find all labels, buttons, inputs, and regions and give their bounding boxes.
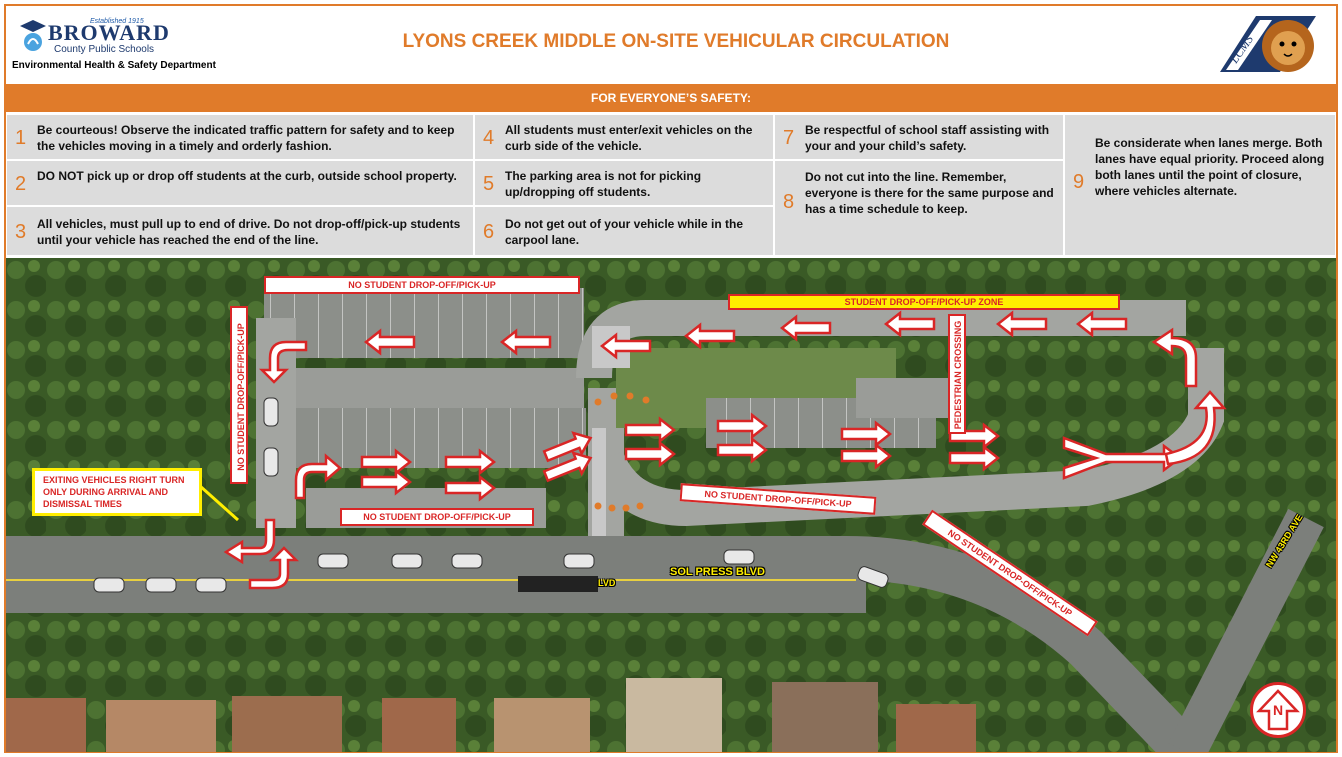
rule-number: 4 (483, 127, 495, 149)
pedestrian-crossing-text: PEDESTRIAN CROSSING (953, 320, 963, 430)
no-dropoff-sign-bottom: NO STUDENT DROP-OFF/PICK-UP (340, 508, 534, 526)
north-arrow-shape (1256, 689, 1300, 731)
lion-mascot-logo: LCMS (1220, 16, 1316, 72)
rule-7: 7 Be respectful of school staff assistin… (774, 114, 1064, 160)
page-frame (4, 4, 1338, 753)
street-label-partial: LVD (598, 578, 616, 588)
dropoff-zone-sign: STUDENT DROP-OFF/PICK-UP ZONE (728, 294, 1120, 310)
department-name: Environmental Health & Safety Department (12, 60, 216, 71)
rule-number: 6 (483, 221, 495, 243)
rule-text: All vehicles, must pull up to end of dri… (37, 217, 461, 247)
rule-text: The parking area is not for picking up/d… (505, 169, 702, 199)
rule-number: 1 (15, 127, 27, 149)
rule-text: All students must enter/exit vehicles on… (505, 123, 753, 153)
rule-text: Be courteous! Observe the indicated traf… (37, 123, 455, 153)
rule-3: 3 All vehicles, must pull up to end of d… (6, 206, 474, 256)
map-background (6, 258, 1336, 752)
rule-text: Be respectful of school staff assisting … (805, 123, 1050, 153)
established-text: Established 1915 (90, 18, 144, 25)
rule-2: 2 DO NOT pick up or drop off students at… (6, 160, 474, 206)
rule-text: Do not cut into the line. Remember, ever… (805, 170, 1054, 216)
rule-5: 5 The parking area is not for picking up… (474, 160, 774, 206)
no-dropoff-sign-left: NO STUDENT DROP-OFF/PICK-UP (230, 306, 248, 484)
north-label: N (1272, 702, 1284, 718)
redacted-label (518, 576, 598, 592)
rule-9: 9 Be considerate when lanes merge. Both … (1064, 114, 1336, 256)
org-subtitle: County Public Schools (54, 44, 155, 55)
rule-number: 7 (783, 127, 795, 149)
org-name: BROWARD (48, 20, 170, 45)
rule-number: 5 (483, 173, 495, 195)
aerial-map: NO STUDENT DROP-OFF/PICK-UP NO STUDENT D… (6, 258, 1336, 752)
graduation-cap-icon (20, 20, 46, 51)
exit-note: EXITING VEHICLES RIGHT TURN ONLY DURING … (32, 468, 202, 516)
rule-text: Do not get out of your vehicle while in … (505, 217, 744, 247)
rule-6: 6 Do not get out of your vehicle while i… (474, 206, 774, 256)
header: Established 1915 BROWARD County Public S… (6, 6, 1336, 78)
north-arrow-icon: N (1250, 682, 1306, 738)
rule-8: 8 Do not cut into the line. Remember, ev… (774, 160, 1064, 256)
rule-text: DO NOT pick up or drop off students at t… (37, 169, 457, 183)
page-title: LYONS CREEK MIDDLE ON-SITE VEHICULAR CIR… (402, 31, 950, 52)
pedestrian-crossing-sign: PEDESTRIAN CROSSING (948, 314, 966, 434)
rule-text: Be considerate when lanes merge. Both la… (1095, 136, 1325, 198)
rule-number: 2 (15, 173, 27, 195)
no-dropoff-sign-left-text: NO STUDENT DROP-OFF/PICK-UP (236, 323, 246, 471)
rule-number: 8 (783, 191, 795, 213)
rule-4: 4 All students must enter/exit vehicles … (474, 114, 774, 160)
broward-logo: Established 1915 BROWARD County Public S… (12, 10, 262, 76)
rule-1: 1 Be courteous! Observe the indicated tr… (6, 114, 474, 160)
rule-number: 9 (1073, 171, 1085, 193)
safety-rules: 1 Be courteous! Observe the indicated tr… (6, 114, 1336, 256)
street-label-main: SOL PRESS BLVD (670, 566, 765, 578)
safety-banner: FOR EVERYONE’S SAFETY: (6, 84, 1336, 112)
no-dropoff-sign-top: NO STUDENT DROP-OFF/PICK-UP (264, 276, 580, 294)
rule-number: 3 (15, 221, 27, 243)
